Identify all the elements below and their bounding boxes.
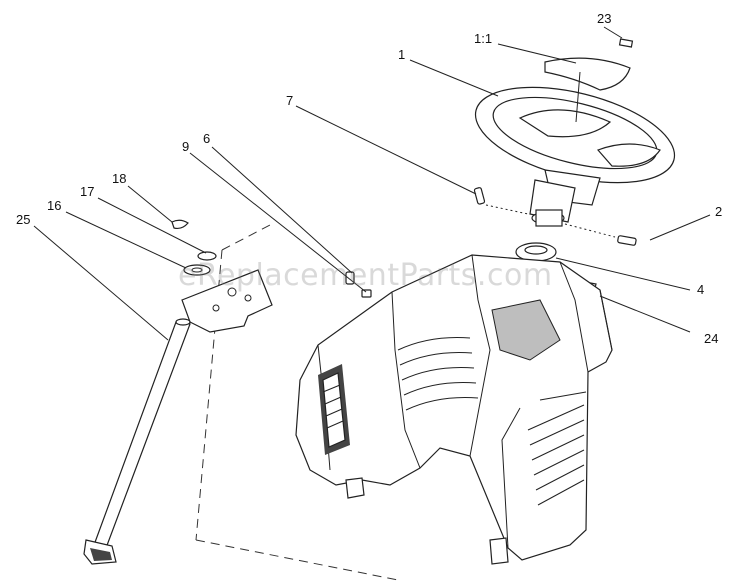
washer-16 bbox=[183, 264, 211, 276]
callout-18: 18 bbox=[112, 171, 127, 186]
steering-shaft-hub bbox=[529, 179, 576, 227]
callout-6: 6 bbox=[203, 131, 211, 146]
nut-9 bbox=[361, 289, 372, 298]
dash-tower-housing bbox=[295, 254, 613, 565]
clip-18 bbox=[171, 219, 189, 230]
leader-lines bbox=[33, 26, 711, 341]
callout-25: 25 bbox=[16, 212, 31, 227]
callout-17: 17 bbox=[80, 184, 95, 199]
callout-23: 23 bbox=[597, 11, 612, 26]
callout-7: 7 bbox=[286, 93, 294, 108]
watermark-text: eReplacementParts.com bbox=[178, 258, 553, 293]
wheel-cap bbox=[544, 57, 631, 123]
callout-16: 16 bbox=[47, 198, 62, 213]
callout-1-1: 1:1 bbox=[474, 31, 493, 46]
washer-17 bbox=[197, 251, 217, 261]
callout-9: 9 bbox=[182, 139, 190, 154]
emblem bbox=[618, 38, 634, 48]
steering-shaft bbox=[83, 318, 191, 565]
callout-24: 24 bbox=[704, 331, 719, 346]
callout-2: 2 bbox=[715, 204, 723, 219]
callout-4: 4 bbox=[697, 282, 705, 297]
steering-wheel bbox=[474, 86, 676, 206]
callout-1: 1 bbox=[398, 47, 406, 62]
roll-pin-7 bbox=[473, 187, 529, 215]
roll-pin-2 bbox=[564, 223, 637, 246]
mounting-plate bbox=[181, 269, 273, 333]
